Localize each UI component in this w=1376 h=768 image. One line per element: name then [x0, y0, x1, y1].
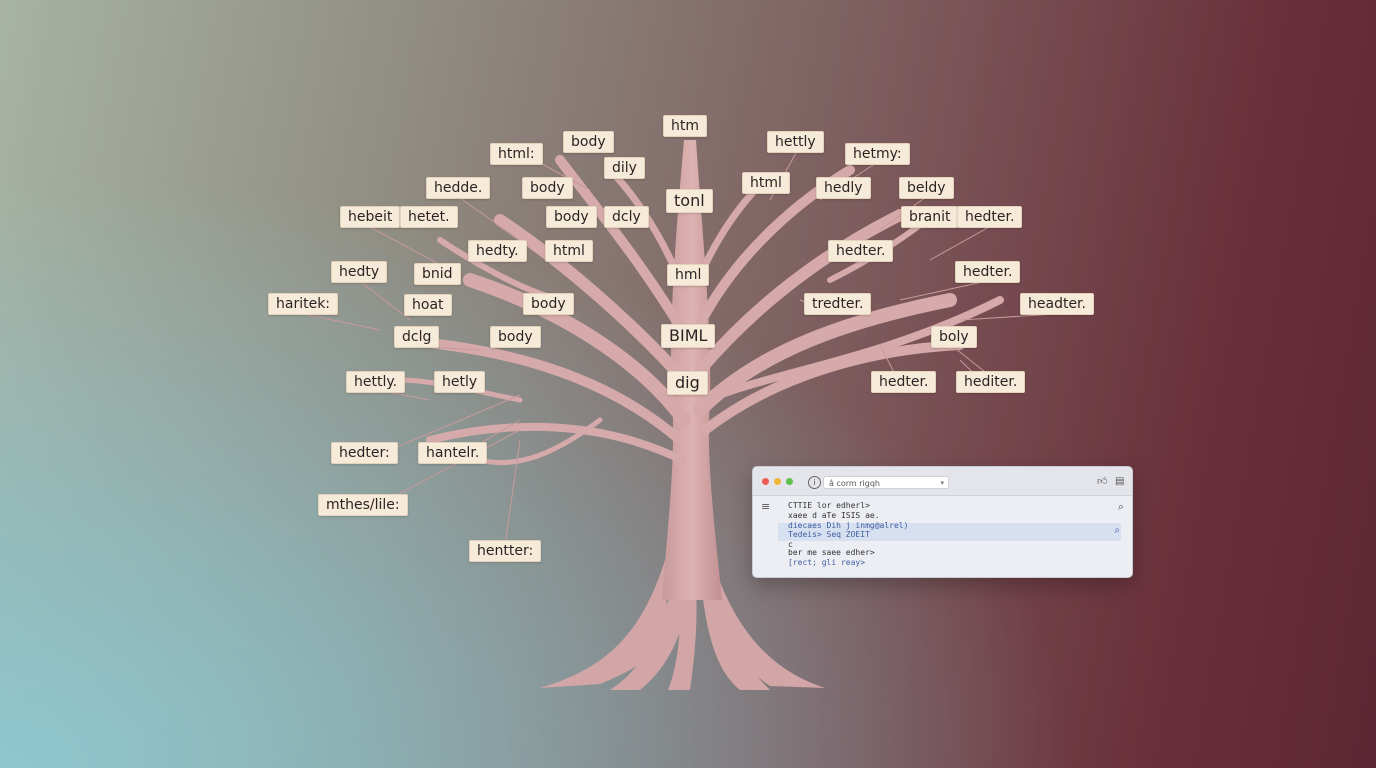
reader-icon[interactable]: ▤: [1115, 476, 1125, 487]
node-tag: hml: [667, 264, 710, 286]
node-tag: hedly: [816, 177, 871, 199]
node-tag: hedter:: [331, 442, 398, 464]
node-tag: tonl: [666, 189, 713, 213]
code-line: c: [788, 540, 793, 549]
node-tag: bnid: [414, 263, 461, 285]
node-tag: dily: [604, 157, 645, 179]
code-line: diecaes Dih j inmg@alrel): [788, 521, 909, 530]
code-line: CTTIE lor edherl>: [788, 501, 870, 510]
node-tag: branit: [901, 206, 959, 228]
node-tag: body: [523, 293, 574, 315]
tree-trunk: [662, 140, 722, 600]
node-tag: beldy: [899, 177, 954, 199]
chevron-down-icon[interactable]: ▾: [940, 479, 944, 487]
browser-window: i â corm rigqh ▾ 👍︎ ▤ ≡ ⌕ ⌕ CTTIE lor ed…: [752, 466, 1133, 578]
node-tag: hantelr.: [418, 442, 488, 464]
address-bar[interactable]: â corm rigqh ▾: [823, 476, 949, 489]
node-tag: mthes/lile:: [318, 494, 408, 516]
node-tag: hettly: [767, 131, 824, 153]
node-tag: hedter.: [955, 261, 1021, 283]
node-tag: hediter.: [956, 371, 1026, 393]
node-tag: dcly: [604, 206, 649, 228]
code-line: Tedeis> Seq ZOEIT: [788, 530, 870, 539]
node-tag: hedde.: [426, 177, 491, 199]
node-tag: htm: [663, 115, 707, 137]
search-result-icon[interactable]: ⌕: [1114, 525, 1120, 536]
node-tag: hentter:: [469, 540, 542, 562]
node-tag: hebeit: [340, 206, 401, 228]
node-tag: body: [563, 131, 614, 153]
close-dot-icon[interactable]: [762, 478, 769, 485]
info-icon[interactable]: i: [808, 476, 821, 489]
code-line: [rect; gli reay>: [788, 558, 866, 567]
minimize-dot-icon[interactable]: [774, 478, 781, 485]
node-tag: headter.: [1020, 293, 1094, 315]
url-text: â corm rigqh: [829, 479, 880, 488]
node-tag: html: [742, 172, 790, 194]
node-tag: html:: [490, 143, 543, 165]
code-line: xaee d aTe ISIS ae.: [788, 511, 880, 520]
node-tag: body: [522, 177, 573, 199]
node-tag: dig: [667, 371, 708, 395]
node-tag: body: [546, 206, 597, 228]
tree-branches: [395, 155, 1004, 466]
thumbs-up-icon[interactable]: 👍︎: [1097, 476, 1108, 487]
code-line: ber me saee edher>: [788, 548, 875, 557]
node-tag: hetly: [434, 371, 486, 393]
node-tag: BIML: [661, 324, 716, 348]
hamburger-menu-icon[interactable]: ≡: [761, 500, 771, 513]
maximize-dot-icon[interactable]: [786, 478, 793, 485]
highlighted-row: [778, 523, 1121, 541]
browser-toolbar: i â corm rigqh ▾ 👍︎ ▤: [753, 467, 1132, 496]
node-tag: body: [490, 326, 541, 348]
node-tag: hedter.: [828, 240, 894, 262]
node-tag: dclg: [394, 326, 440, 348]
node-tag: tredter.: [804, 293, 872, 315]
node-tag: hedty: [331, 261, 388, 283]
node-tag: hettly.: [346, 371, 406, 393]
node-tag: hoat: [404, 294, 452, 316]
node-tag: hetet.: [400, 206, 458, 228]
search-icon[interactable]: ⌕: [1117, 500, 1124, 513]
node-tag: html: [545, 240, 593, 262]
node-tag: haritek:: [268, 293, 339, 315]
node-tag: boly: [931, 326, 977, 348]
node-tag: hedter.: [871, 371, 937, 393]
node-tag: hedter.: [957, 206, 1023, 228]
node-tag: hetmy:: [845, 143, 910, 165]
node-tag: hedty.: [468, 240, 527, 262]
